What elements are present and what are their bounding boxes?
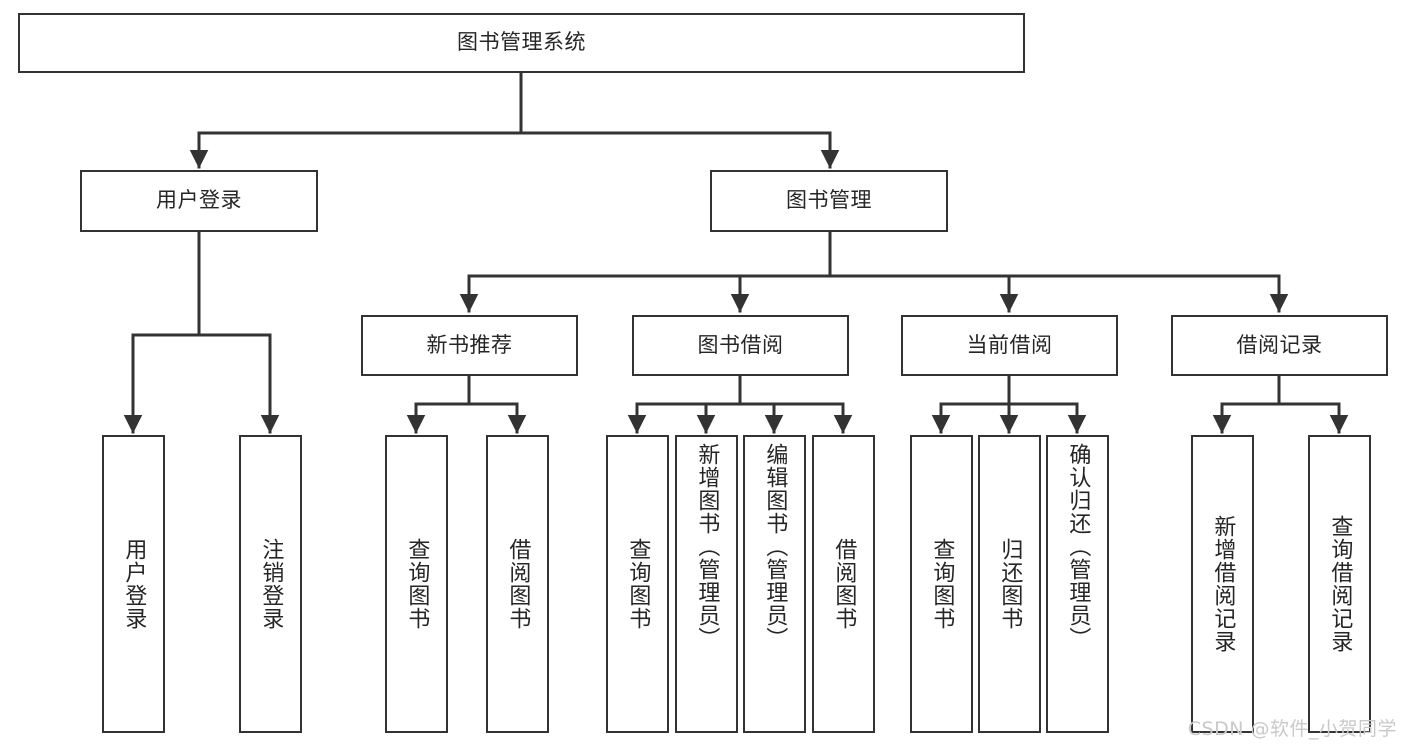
- node-leaf-add-book[interactable]: 新增图书（管理员）: [675, 435, 738, 733]
- node-leaf-query-book-1-label: 查询图书: [404, 538, 430, 630]
- node-leaf-confirm-return[interactable]: 确认归还（管理员）: [1046, 435, 1109, 733]
- node-book-management-label: 图书管理: [786, 188, 872, 213]
- node-leaf-borrow-book-1[interactable]: 借阅图书: [486, 435, 549, 733]
- node-leaf-user-login-label: 用户登录: [121, 538, 147, 630]
- node-leaf-query-book-3[interactable]: 查询图书: [910, 435, 973, 733]
- leaf-text-wrap: 新增借阅记录: [1193, 437, 1252, 731]
- leaf-text-wrap: 编辑图书（管理员）: [745, 437, 804, 731]
- node-leaf-logout-login-label: 注销登录: [258, 538, 284, 630]
- node-leaf-borrow-book-2-label: 借阅图书: [831, 538, 857, 630]
- node-user-login[interactable]: 用户登录: [80, 170, 318, 232]
- leaf-text-wrap: 用户登录: [104, 437, 163, 731]
- leaf-text-wrap: 借阅图书: [814, 437, 873, 731]
- node-leaf-query-record-label: 查询借阅记录: [1327, 515, 1353, 653]
- node-book-borrow-label: 图书借阅: [697, 332, 784, 357]
- leaf-text-wrap: 查询图书: [912, 437, 971, 731]
- node-leaf-query-book-2-label: 查询图书: [625, 538, 651, 630]
- node-leaf-logout-login[interactable]: 注销登录: [239, 435, 302, 733]
- node-leaf-query-book-2[interactable]: 查询图书: [606, 435, 669, 733]
- node-new-book-recommend[interactable]: 新书推荐: [361, 315, 578, 376]
- node-current-borrow[interactable]: 当前借阅: [901, 315, 1118, 376]
- node-leaf-confirm-return-label: 确认归还（管理员）: [1065, 443, 1091, 650]
- node-leaf-add-record[interactable]: 新增借阅记录: [1191, 435, 1254, 733]
- leaf-text-wrap: 查询借阅记录: [1310, 437, 1369, 731]
- node-leaf-borrow-book-2[interactable]: 借阅图书: [812, 435, 875, 733]
- node-book-management[interactable]: 图书管理: [710, 170, 948, 232]
- node-leaf-edit-book[interactable]: 编辑图书（管理员）: [743, 435, 806, 733]
- node-new-book-recommend-label: 新书推荐: [426, 332, 513, 357]
- leaf-text-wrap: 注销登录: [241, 437, 300, 731]
- node-leaf-edit-book-label: 编辑图书（管理员）: [762, 443, 788, 650]
- watermark-text: CSDN @软件_小贺同学: [1187, 718, 1397, 740]
- leaf-text-wrap: 新增图书（管理员）: [677, 437, 736, 731]
- leaf-text-wrap: 确认归还（管理员）: [1048, 437, 1107, 731]
- leaf-text-wrap: 查询图书: [608, 437, 667, 731]
- node-leaf-query-book-3-label: 查询图书: [929, 538, 955, 630]
- leaf-text-wrap: 查询图书: [387, 437, 446, 731]
- node-current-borrow-label: 当前借阅: [966, 332, 1053, 357]
- node-user-login-label: 用户登录: [156, 188, 242, 213]
- leaf-text-wrap: 借阅图书: [488, 437, 547, 731]
- node-leaf-add-record-label: 新增借阅记录: [1210, 515, 1236, 653]
- node-leaf-query-book-1[interactable]: 查询图书: [385, 435, 448, 733]
- node-leaf-query-record[interactable]: 查询借阅记录: [1308, 435, 1371, 733]
- node-root[interactable]: 图书管理系统: [18, 13, 1025, 73]
- node-root-label: 图书管理系统: [457, 30, 586, 55]
- node-leaf-return-book-label: 归还图书: [997, 538, 1023, 630]
- node-leaf-user-login[interactable]: 用户登录: [102, 435, 165, 733]
- node-leaf-add-book-label: 新增图书（管理员）: [694, 443, 720, 650]
- leaf-text-wrap: 归还图书: [980, 437, 1039, 731]
- node-leaf-borrow-book-1-label: 借阅图书: [505, 538, 531, 630]
- node-borrow-record[interactable]: 借阅记录: [1171, 315, 1388, 376]
- node-book-borrow[interactable]: 图书借阅: [632, 315, 849, 376]
- node-borrow-record-label: 借阅记录: [1236, 332, 1323, 357]
- node-leaf-return-book[interactable]: 归还图书: [978, 435, 1041, 733]
